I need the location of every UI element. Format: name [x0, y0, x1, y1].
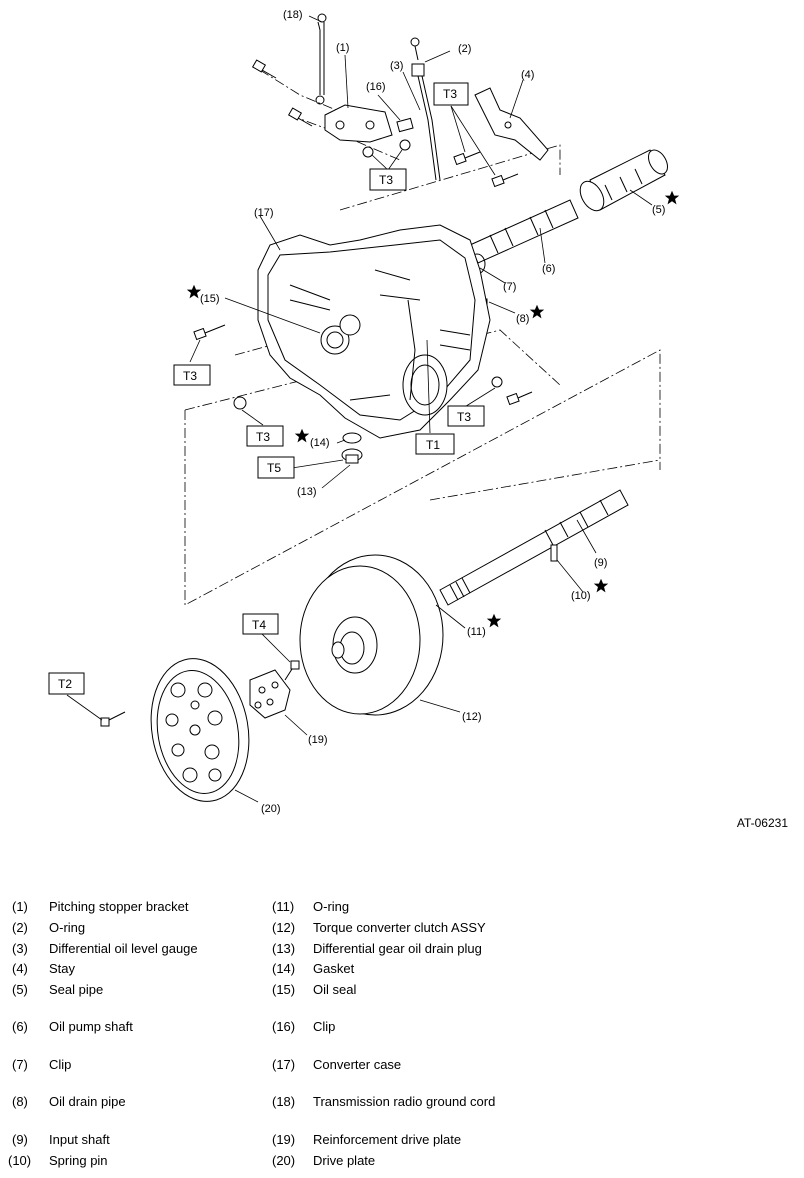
legend-name: Clip	[313, 1019, 336, 1034]
callout-13: (13)	[297, 486, 317, 498]
legend-num: (9)	[12, 1132, 28, 1147]
drive-plate	[150, 658, 250, 802]
torque-converter	[299, 554, 444, 716]
torque-t3-d: T3	[256, 430, 270, 444]
star-icon-14	[294, 428, 310, 443]
clip-16	[396, 117, 414, 133]
callout-4: (4)	[521, 69, 534, 81]
legend-name: Gasket	[313, 961, 355, 976]
legend-num: (12)	[272, 920, 296, 935]
torque-t1: T1	[426, 438, 440, 452]
leader-lines	[66, 15, 653, 803]
figure-id: AT-06231	[736, 816, 788, 830]
callout-17: (17)	[254, 207, 274, 219]
legend-num: (4)	[12, 961, 28, 976]
torque-t3-a: T3	[443, 87, 457, 101]
torque-t3-e: T3	[457, 410, 471, 424]
legend-num: (13)	[272, 941, 296, 956]
callout-19: (19)	[308, 734, 328, 746]
converter-case	[257, 224, 491, 439]
star-icon-11	[486, 613, 502, 628]
oil-level-gauge	[410, 37, 441, 181]
torque-t3-b: T3	[379, 173, 393, 187]
legend-num: (10)	[8, 1153, 32, 1168]
legend-name: Stay	[49, 961, 76, 976]
legend-name: Differential gear oil drain plug	[313, 941, 482, 956]
stay	[474, 87, 549, 161]
star-icon-5	[664, 190, 680, 205]
gasket	[342, 432, 362, 444]
legend-name: Input shaft	[49, 1132, 110, 1147]
star-icon-10	[593, 578, 609, 593]
parts-legend: (1) Pitching stopper bracket (2) O-ring (3…	[0, 898, 804, 1178]
legend-name: Oil pump shaft	[49, 1019, 133, 1034]
legend-num: (3)	[12, 941, 28, 956]
legend-name: O-ring	[49, 920, 86, 935]
callout-9: (9)	[594, 557, 607, 569]
ground-cord	[315, 13, 327, 105]
legend-num: (16)	[272, 1019, 296, 1034]
torque-t2: T2	[58, 677, 72, 691]
legend-num: (11)	[272, 899, 295, 914]
star-icon-8	[529, 304, 545, 319]
exploded-diagram: T3 T3 T3 T3 T3 T1 T5 T4 T2 (1) (2) (3) (…	[48, 9, 680, 815]
spring-pin	[550, 544, 558, 562]
callout-8: (8)	[516, 313, 529, 325]
torque-t3-c: T3	[183, 369, 197, 383]
legend-num: (2)	[12, 920, 28, 935]
legend-name: Oil drain pipe	[49, 1094, 126, 1109]
callout-3: (3)	[390, 60, 403, 72]
legend-num: (8)	[12, 1094, 28, 1109]
legend-name: Spring pin	[49, 1153, 108, 1168]
legend-name: Clip	[49, 1057, 72, 1072]
torque-boxes	[48, 82, 485, 695]
seal-pipe	[579, 149, 668, 212]
legend-name: Torque converter clutch ASSY	[313, 920, 486, 935]
legend-num: (19)	[272, 1132, 296, 1147]
callout-7: (7)	[503, 281, 516, 293]
legend-name: Converter case	[313, 1057, 402, 1072]
legend-num: (6)	[12, 1019, 28, 1034]
callout-15: (15)	[200, 293, 220, 305]
drain-plug	[341, 448, 363, 464]
legend-num: (17)	[272, 1057, 296, 1072]
legend-num: (1)	[12, 899, 28, 914]
legend-name: Pitching stopper bracket	[49, 899, 189, 914]
pitching-stopper-bracket	[324, 104, 393, 143]
callout-16: (16)	[366, 81, 386, 93]
legend-num: (15)	[272, 982, 296, 997]
callout-5: (5)	[652, 204, 665, 216]
callout-2: (2)	[458, 43, 471, 55]
legend-name: Differential oil level gauge	[49, 941, 198, 956]
legend-num: (18)	[272, 1094, 296, 1109]
legend-name: Transmission radio ground cord	[313, 1094, 496, 1109]
callout-1: (1)	[336, 42, 349, 54]
legend-num: (20)	[272, 1153, 296, 1168]
bolts	[100, 59, 533, 727]
reinforcement-drive-plate	[249, 669, 291, 719]
legend-num: (7)	[12, 1057, 28, 1072]
torque-t4: T4	[252, 618, 266, 632]
legend-name: Drive plate	[313, 1153, 376, 1168]
callout-10: (10)	[571, 590, 591, 602]
legend-name: Oil seal	[313, 982, 357, 997]
callout-12: (12)	[462, 711, 482, 723]
oil-pump-shaft	[469, 199, 579, 264]
callout-18: (18)	[283, 9, 303, 21]
input-shaft	[439, 489, 629, 606]
callout-14: (14)	[310, 437, 330, 449]
legend-name: O-ring	[313, 899, 350, 914]
callout-11: (11)	[467, 626, 486, 638]
legend-name: Seal pipe	[49, 982, 104, 997]
legend-name: Reinforcement drive plate	[313, 1132, 462, 1147]
legend-num: (5)	[12, 982, 28, 997]
legend-num: (14)	[272, 961, 296, 976]
callout-6: (6)	[542, 263, 555, 275]
torque-t5: T5	[267, 461, 281, 475]
callout-20: (20)	[261, 803, 281, 815]
